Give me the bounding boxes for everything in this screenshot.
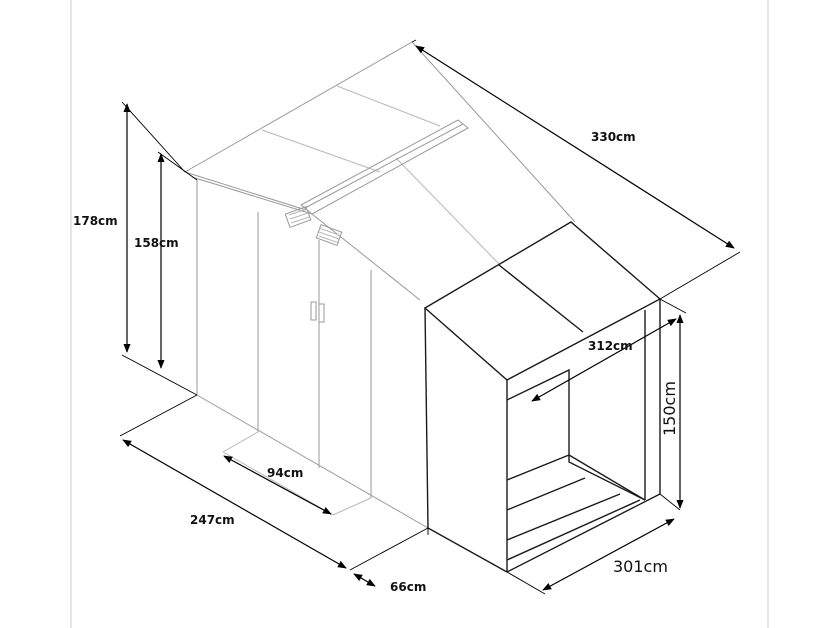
dim-line-247 — [122, 439, 347, 569]
label-store-height: 150cm — [660, 381, 679, 436]
roof-front-eave — [184, 171, 307, 211]
ext-330-end — [659, 251, 741, 300]
ext-150-top — [659, 298, 687, 314]
vent-right — [315, 224, 343, 246]
ext-247-start — [119, 394, 198, 437]
roof-ridge-line — [304, 123, 464, 209]
roof-panel-line-2 — [336, 85, 441, 127]
store-shelf-1 — [506, 454, 570, 481]
gable-left-edge — [191, 176, 313, 215]
door-sill-left — [222, 431, 259, 453]
store-base-front — [427, 527, 508, 573]
ext-301-end — [659, 493, 681, 511]
dimension-labels: 330cm 178cm 158cm 94cm 247cm 66cm 301cm … — [73, 130, 679, 594]
ext-178-top — [121, 101, 186, 173]
label-store-inner-length: 312cm — [588, 339, 633, 353]
roof-top-edges — [184, 41, 576, 223]
label-store-length: 301cm — [613, 557, 668, 576]
ext-301-start — [506, 571, 546, 595]
label-shed-width: 247cm — [190, 513, 235, 527]
label-overall-length: 330cm — [591, 130, 636, 144]
dim-line-312 — [531, 318, 677, 402]
dim-line-66 — [353, 573, 376, 587]
door-handle-right — [318, 303, 325, 323]
ext-247-end — [349, 527, 429, 571]
dim-line-330 — [415, 45, 735, 249]
store-shelf-3 — [506, 493, 621, 541]
main-shed — [184, 41, 576, 529]
dim-line-94 — [223, 455, 332, 515]
door-sill-right — [332, 497, 372, 516]
label-door-width: 94cm — [267, 466, 303, 480]
ext-158-top — [157, 151, 198, 181]
store-roof — [423, 221, 662, 381]
roof-panel-line-1 — [261, 129, 381, 173]
label-wall-height: 158cm — [134, 236, 179, 250]
dimension-lines — [119, 39, 741, 595]
side-store — [423, 221, 662, 573]
label-store-depth: 66cm — [390, 580, 426, 594]
dim-line-301 — [542, 518, 675, 591]
vent-left — [284, 206, 312, 228]
store-shelf-2 — [506, 477, 586, 511]
store-shelf-4 — [506, 499, 641, 561]
store-front-left-edge — [424, 307, 429, 529]
shed-front-base — [196, 394, 429, 529]
store-roof-seam — [498, 264, 584, 333]
door-handle-left — [310, 301, 317, 321]
label-overall-height: 178cm — [73, 214, 118, 228]
roof-panel-line-3 — [395, 157, 501, 266]
store-opening — [506, 368, 646, 501]
ext-178-bottom — [121, 354, 198, 396]
ext-330-start — [411, 39, 417, 43]
store-floor-back — [568, 454, 646, 501]
